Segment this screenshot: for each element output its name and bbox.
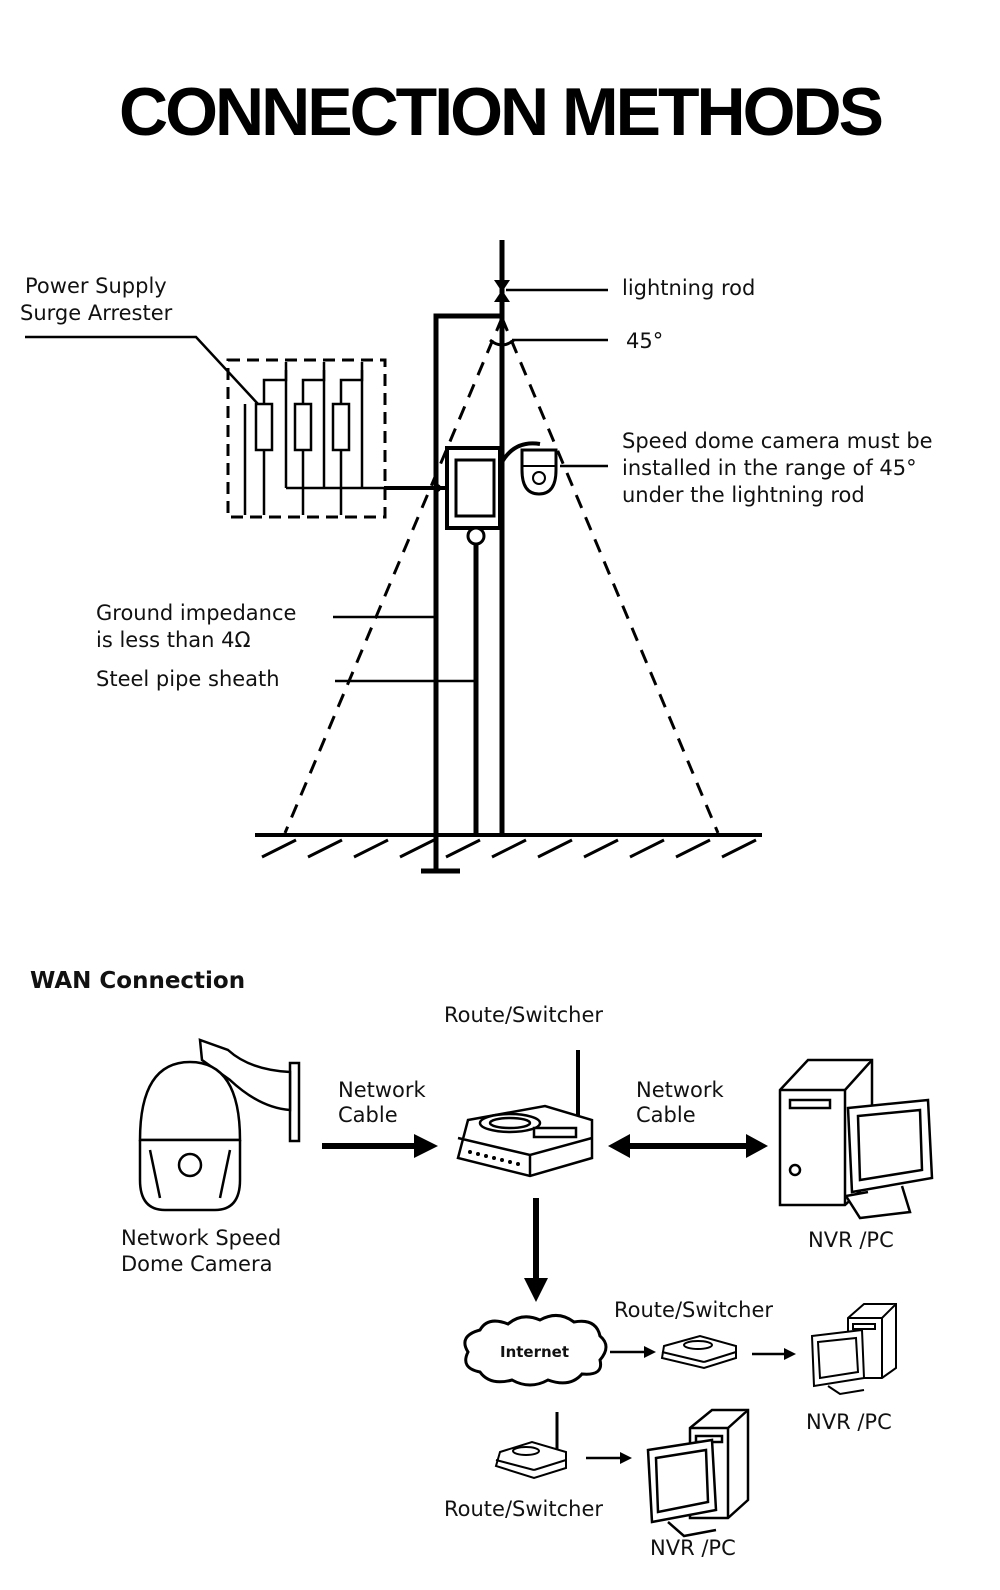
lightning-diagram <box>25 240 762 874</box>
cable-right-label-1: Network <box>636 1078 724 1102</box>
internet-cloud <box>463 1314 608 1387</box>
ground-impedance-value: is less than 4Ω <box>96 628 251 652</box>
dome-note-line-1: Speed dome camera must be <box>622 429 933 453</box>
router-main-label: Route/Switcher <box>444 1003 604 1027</box>
camera-label-1: Network Speed <box>121 1226 282 1250</box>
ground-impedance-label: Ground impedance <box>96 601 297 625</box>
surge-arrester-elements <box>243 362 384 515</box>
dome-camera-large <box>138 1038 301 1212</box>
dome-note-line-3: under the lightning rod <box>622 483 865 507</box>
router-mid-label: Route/Switcher <box>614 1298 774 1322</box>
wan-diagram <box>138 1038 934 1538</box>
dome-camera-small <box>500 441 558 496</box>
router-bottom <box>494 1412 567 1480</box>
power-supply-label: Power Supply <box>25 274 167 298</box>
camera-label-2: Dome Camera <box>121 1252 273 1276</box>
router-main <box>456 1050 594 1178</box>
cable-left-label-2: Cable <box>338 1103 398 1127</box>
router-mid <box>660 1334 737 1370</box>
lightning-rod-label: lightning rod <box>622 276 756 300</box>
steel-pipe-label: Steel pipe sheath <box>96 667 280 691</box>
pc-bottom <box>646 1408 750 1538</box>
internet-label: Internet <box>500 1343 570 1361</box>
pc-mid <box>810 1303 897 1396</box>
nvr-bottom-label: NVR /PC <box>650 1536 736 1560</box>
page-title: CONNECTION METHODS <box>119 74 884 150</box>
wan-title: WAN Connection <box>30 968 246 994</box>
nvr-main-label: NVR /PC <box>808 1228 894 1252</box>
router-bottom-label: Route/Switcher <box>444 1497 604 1521</box>
cable-left-label-1: Network <box>338 1078 426 1102</box>
nvr-mid-label: NVR /PC <box>806 1410 892 1434</box>
protection-cone-left <box>283 317 504 834</box>
surge-arrester-label: Surge Arrester <box>20 301 173 325</box>
ground-conductor <box>433 313 500 870</box>
pc-main <box>778 1058 934 1220</box>
dome-note-line-2: installed in the range of 45° <box>622 456 917 480</box>
angle-label: 45° <box>626 329 664 353</box>
cable-right-label-2: Cable <box>636 1103 696 1127</box>
surge-arrester-box <box>226 358 387 519</box>
protection-cone-right <box>500 317 720 834</box>
cable-gland <box>466 526 486 546</box>
ground-hatching <box>261 838 757 859</box>
angle-arc <box>489 338 515 347</box>
